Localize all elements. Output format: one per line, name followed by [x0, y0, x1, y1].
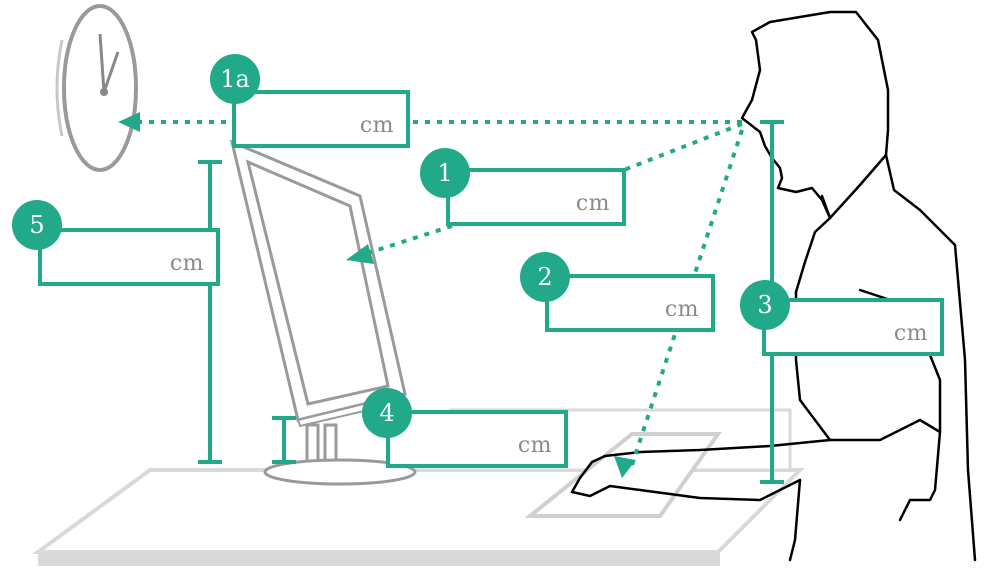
arrowhead-screen: [346, 244, 374, 264]
badge-5: 5: [12, 200, 62, 250]
unit-label: cm: [893, 321, 928, 346]
badge-4: 4: [362, 388, 412, 438]
field-5-input[interactable]: cm: [38, 228, 220, 286]
sightline-to-screen: [367, 224, 453, 255]
measurement-guides: [138, 120, 744, 466]
unit-label: cm: [517, 433, 552, 458]
unit-label: cm: [169, 251, 204, 276]
field-4-input[interactable]: cm: [386, 410, 568, 468]
arrowhead-keyboard: [614, 456, 636, 478]
field-2-input[interactable]: cm: [545, 274, 715, 332]
arrowhead-clock: [118, 112, 140, 132]
unit-label: cm: [359, 113, 394, 138]
badge-2: 2: [520, 252, 570, 302]
arrowheads: [118, 112, 636, 478]
monitor-icon: [229, 139, 417, 486]
unit-label: cm: [664, 297, 699, 322]
field-3-input[interactable]: cm: [762, 298, 944, 356]
badge-1a: 1a: [210, 54, 260, 104]
field-1-input[interactable]: cm: [446, 168, 626, 226]
sightline-to-field-1: [597, 122, 743, 182]
unit-label: cm: [575, 191, 610, 216]
field-1a-input[interactable]: cm: [232, 90, 410, 148]
clock-icon: [55, 4, 138, 172]
badge-1: 1: [420, 148, 470, 198]
badge-3: 3: [740, 280, 790, 330]
